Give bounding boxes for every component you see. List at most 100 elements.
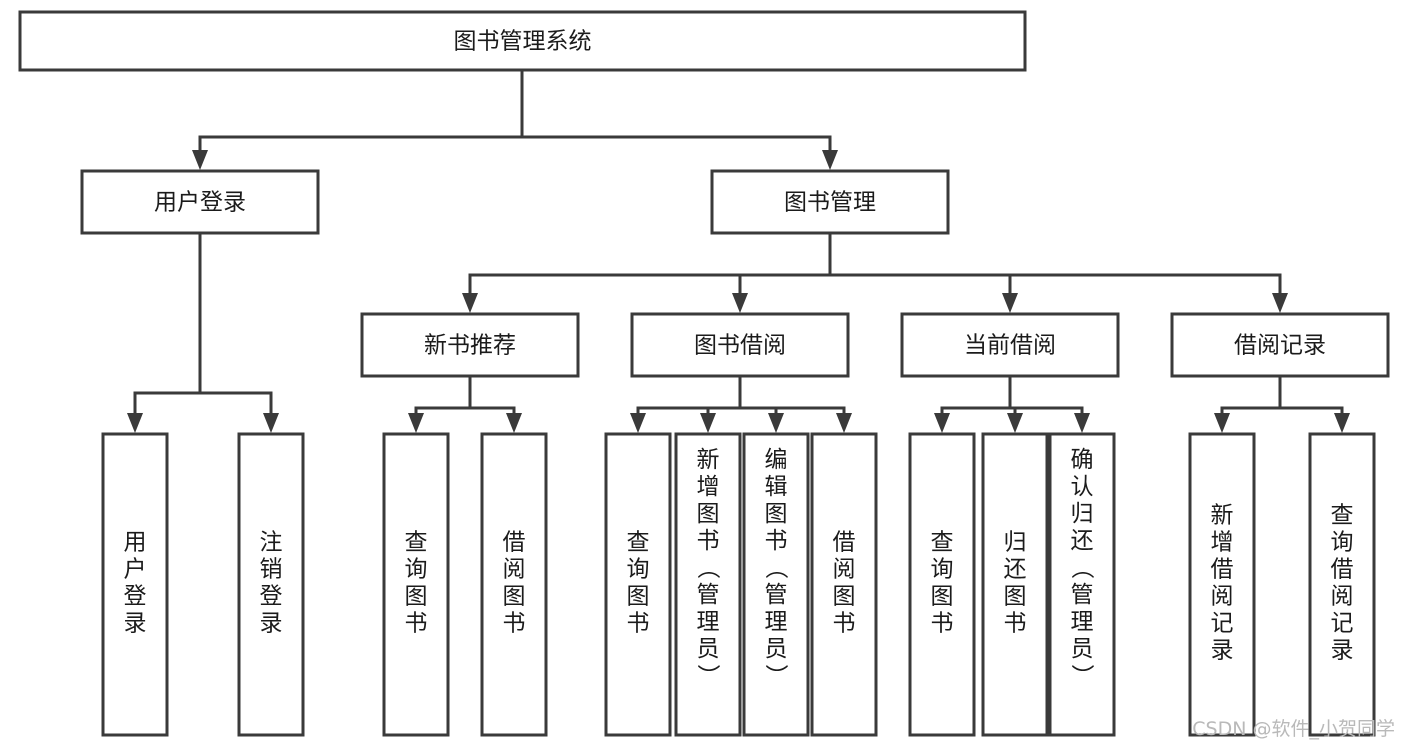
- node-box-borrow-record[interactable]: [1170, 312, 1390, 378]
- node-label-borrow-record: 借阅记录: [1234, 333, 1326, 359]
- leaf-label-char: 员: [1071, 636, 1094, 662]
- node-book-manage[interactable]: 图书管理: [710, 169, 950, 235]
- leaf-box-leaf-add-record[interactable]: [1188, 432, 1256, 737]
- leaf-box-leaf-edit-book[interactable]: [742, 432, 810, 737]
- leaf-box-leaf-user-logout[interactable]: [237, 432, 305, 737]
- leaf-label-char: 登: [124, 583, 147, 609]
- arrow-head-a-leaf-6: [700, 413, 716, 433]
- node-borrow-record[interactable]: 借阅记录: [1170, 312, 1390, 378]
- leaf-box-leaf-user-login[interactable]: [101, 432, 169, 737]
- leaf-label-char: 新: [697, 447, 720, 473]
- leaf-label-char: 图: [931, 583, 954, 609]
- leaf-label-char: 书: [697, 528, 720, 554]
- leaf-box-leaf-confirm-return[interactable]: [1048, 432, 1116, 737]
- arrow-head-a-book-manage: [822, 150, 838, 170]
- leaf-label-char: 询: [931, 556, 954, 582]
- leaf-label-char: 户: [124, 556, 147, 582]
- arrow-head-a-leaf-2: [263, 413, 279, 433]
- arrow-head-a-n3: [1002, 293, 1018, 313]
- arrow-head-a-leaf-3: [408, 413, 424, 433]
- node-box-new-book-rec[interactable]: [360, 312, 580, 378]
- leaf-label-char: 注: [260, 529, 283, 555]
- leaf-label-char: 新: [1211, 502, 1234, 528]
- leaf-label-char: （: [1069, 556, 1095, 579]
- leaf-label-char: 书: [405, 610, 428, 636]
- node-box-root[interactable]: [18, 10, 1027, 72]
- node-label-user-login: 用户登录: [154, 190, 246, 216]
- leaf-box-leaf-query-book-2[interactable]: [604, 432, 672, 737]
- leaf-label-char: 询: [1331, 529, 1354, 555]
- leaf-label-char: 查: [1331, 502, 1354, 528]
- leaf-label-char: 书: [931, 610, 954, 636]
- arrow-head-a-leaf-7: [768, 413, 784, 433]
- leaf-label-char: 记: [1331, 610, 1354, 636]
- node-box-current-borrow[interactable]: [900, 312, 1120, 378]
- node-root[interactable]: 图书管理系统: [18, 10, 1027, 72]
- leaf-label-char: 归: [1004, 529, 1027, 555]
- leaf-label-char: 图: [405, 583, 428, 609]
- leaf-label-char: 查: [405, 529, 428, 555]
- leaf-label-char: 图: [503, 583, 526, 609]
- leaf-label-char: 图: [765, 501, 788, 527]
- leaf-label-char: 录: [124, 610, 147, 636]
- leaf-label-char: 查: [931, 529, 954, 555]
- node-box-user-login[interactable]: [80, 169, 320, 235]
- leaf-box-leaf-return-book[interactable]: [981, 432, 1049, 737]
- node-box-book-borrow[interactable]: [630, 312, 850, 378]
- leaf-box-leaf-query-book-1[interactable]: [382, 432, 450, 737]
- leaf-box-leaf-query-record[interactable]: [1308, 432, 1376, 737]
- leaf-label-char: 管: [1071, 582, 1094, 608]
- node-current-borrow[interactable]: 当前借阅: [900, 312, 1120, 378]
- leaf-box-leaf-add-book[interactable]: [674, 432, 742, 737]
- arrow-head-a-leaf-8: [836, 413, 852, 433]
- leaf-label-char: 理: [765, 609, 788, 635]
- leaf-label-char: 员: [697, 636, 720, 662]
- leaf-label-char: （: [695, 556, 721, 579]
- node-user-login[interactable]: 用户登录: [80, 169, 320, 235]
- leaf-box-leaf-borrow-book-2[interactable]: [810, 432, 878, 737]
- leaf-box-leaf-borrow-book-1[interactable]: [480, 432, 548, 737]
- leaf-label-char: 图: [833, 583, 856, 609]
- leaf-box-leaf-query-book-3[interactable]: [908, 432, 976, 737]
- leaf-label-char: 用: [124, 529, 147, 555]
- leaf-label-char: 辑: [765, 474, 788, 500]
- leaf-label-char: 询: [405, 556, 428, 582]
- node-label-book-manage: 图书管理: [784, 190, 876, 216]
- nodes-layer: 图书管理系统用户登录图书管理新书推荐图书借阅当前借阅借阅记录用户登录注销登录查询…: [18, 10, 1390, 737]
- watermark-label: CSDN @软件_小贺同学: [1192, 718, 1395, 740]
- leaf-label-char: 书: [627, 610, 650, 636]
- leaf-label-char: 阅: [1211, 583, 1234, 609]
- arrow-head-a-user-login: [192, 150, 208, 170]
- leaf-label-char: 编: [765, 447, 788, 473]
- arrow-head-a-leaf-5: [630, 413, 646, 433]
- leaf-node-leaf-user-login[interactable]: 用户登录: [101, 432, 169, 737]
- leaf-label-char: 查: [627, 529, 650, 555]
- leaf-label-leaf-user-login: 用户登录: [124, 529, 147, 636]
- arrow-head-a-leaf-11: [1074, 413, 1090, 433]
- leaf-label-char: 还: [1071, 528, 1094, 554]
- leaf-label-char: 图: [697, 501, 720, 527]
- leaf-label-char: 书: [503, 610, 526, 636]
- leaf-label-char: 阅: [833, 556, 856, 582]
- node-box-book-manage[interactable]: [710, 169, 950, 235]
- node-new-book-rec[interactable]: 新书推荐: [360, 312, 580, 378]
- node-book-borrow[interactable]: 图书借阅: [630, 312, 850, 378]
